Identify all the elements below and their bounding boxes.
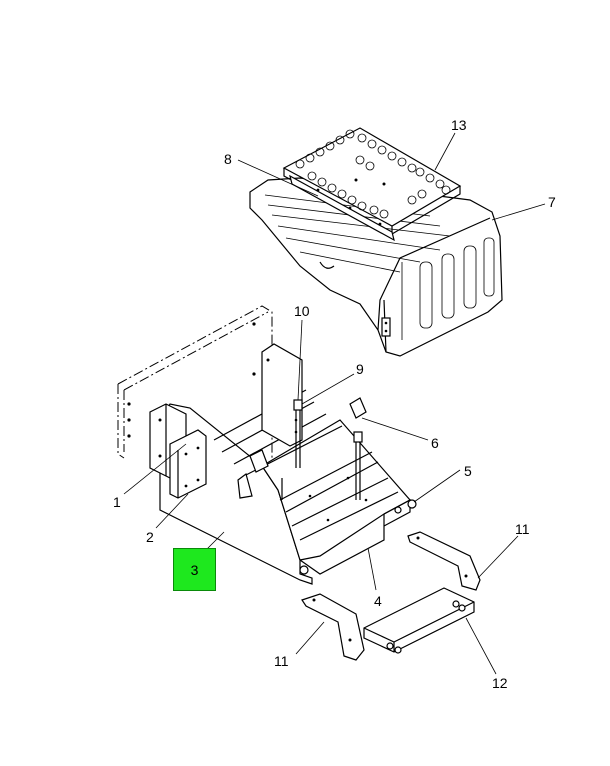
callout-3: 3: [190, 561, 199, 578]
leader-lines: [123, 132, 546, 675]
callout-4: 4: [374, 593, 382, 609]
terminal-plate-part-13: [282, 127, 462, 236]
callout-11-left: 11: [274, 653, 289, 669]
bracket-strip-part-8: [289, 174, 395, 242]
callout-5: 5: [464, 463, 472, 479]
step-bracket-part-11-right: [407, 531, 481, 591]
callout-10: 10: [294, 303, 310, 319]
step-tread-part-12: [363, 587, 475, 654]
callout-12: 12: [492, 675, 508, 691]
callout-11-right: 11: [515, 521, 530, 537]
frame-rail-phantom: [117, 305, 273, 460]
callout-8: 8: [224, 151, 232, 167]
callout-2: 2: [146, 529, 154, 545]
callout-13: 13: [451, 117, 467, 133]
hold-down-rods-part-9-10: [281, 399, 363, 500]
callout-7: 7: [548, 194, 556, 210]
callout-1: 1: [113, 494, 121, 510]
mounting-plate-part-2: [169, 429, 207, 499]
callout-9: 9: [356, 361, 364, 377]
wing-nut-clamp-part-6: [237, 397, 367, 499]
callout-3-highlighted[interactable]: 3: [173, 548, 216, 591]
callout-6: 6: [431, 435, 439, 451]
step-bracket-part-11-left: [301, 593, 365, 661]
